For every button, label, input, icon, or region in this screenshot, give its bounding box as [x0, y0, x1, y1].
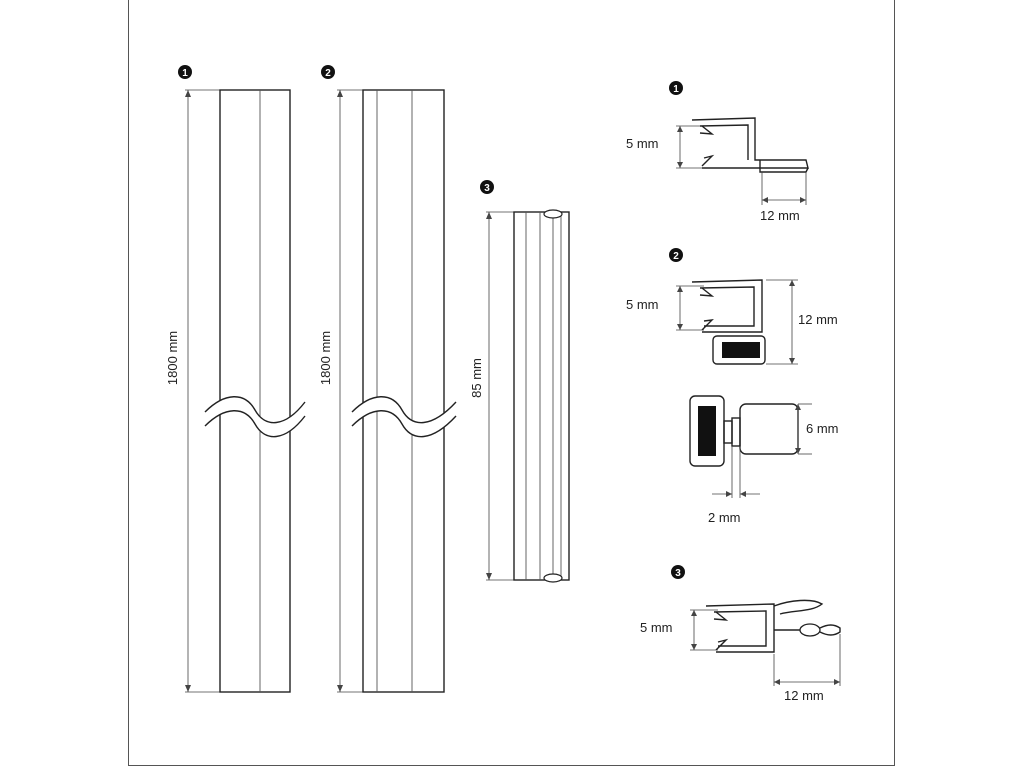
- strip-2: 1800 mm: [318, 89, 457, 693]
- marker-2-strip: 2: [321, 65, 335, 79]
- profile-3-width-label: 12 mm: [784, 688, 824, 703]
- profile-1: 5 mm 12 mm: [626, 117, 809, 223]
- svg-text:1: 1: [673, 84, 679, 95]
- magnet-detail: 6 mm 2 mm: [689, 395, 839, 525]
- magnet-height-label: 6 mm: [806, 421, 839, 436]
- profile-1-height-label: 5 mm: [626, 136, 659, 151]
- strip-2-length-label: 1800 mm: [318, 331, 333, 385]
- profile-3: 5 mm 12 mm: [640, 599, 841, 703]
- marker-1-strip: 1: [178, 65, 192, 79]
- svg-text:2: 2: [325, 68, 331, 79]
- magnet-gap-label: 2 mm: [708, 510, 741, 525]
- marker-3-profile: 3: [671, 565, 685, 579]
- strip-3-length-label: 85 mm: [469, 358, 484, 398]
- profile-1-width-label: 12 mm: [760, 208, 800, 223]
- marker-2-profile: 2: [669, 248, 683, 262]
- svg-text:3: 3: [675, 568, 681, 579]
- strip-1: 1800 mm: [165, 89, 306, 693]
- svg-text:3: 3: [484, 183, 490, 194]
- diagram-frame: [128, 0, 895, 766]
- svg-text:1: 1: [182, 68, 188, 79]
- profile-2-height-label: 5 mm: [626, 297, 659, 312]
- strip-1-length-label: 1800 mm: [165, 331, 180, 385]
- marker-3-strip: 3: [480, 180, 494, 194]
- profile-3-height-label: 5 mm: [640, 620, 673, 635]
- marker-1-profile: 1: [669, 81, 683, 95]
- profile-2: 5 mm 12 mm: [626, 279, 838, 365]
- svg-text:2: 2: [673, 251, 679, 262]
- profile-2-total-label: 12 mm: [798, 312, 838, 327]
- strip-3: 85 mm: [469, 209, 570, 583]
